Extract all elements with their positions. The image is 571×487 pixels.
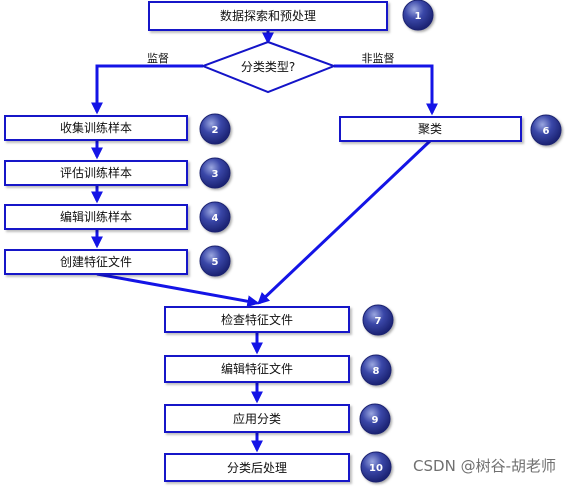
badge-1: 1 bbox=[402, 0, 434, 31]
step-collect-label: 收集训练样本 bbox=[60, 120, 132, 135]
step-create-sig: 创建特征文件 bbox=[4, 249, 188, 275]
step-collect-box bbox=[4, 115, 188, 141]
badge-2: 2 bbox=[199, 113, 231, 145]
step-post-label: 分类后处理 bbox=[227, 461, 287, 475]
badge-8: 8 bbox=[360, 354, 392, 386]
step-inspect-sig: 检查特征文件 bbox=[164, 306, 350, 333]
badge-6: 6 bbox=[530, 114, 562, 146]
connector-create-inspect bbox=[96, 272, 260, 308]
connector-cluster-inspect bbox=[257, 139, 432, 305]
step-apply-box bbox=[164, 404, 350, 433]
step-post: 分类后处理 bbox=[164, 453, 350, 482]
badge-5-number: 5 bbox=[212, 257, 219, 268]
step-explore-box bbox=[148, 1, 388, 31]
branch-label-supervised: 监督 bbox=[147, 51, 169, 65]
badge-10-number: 10 bbox=[369, 463, 383, 474]
step-edit-samples-label: 编辑训练样本 bbox=[60, 209, 132, 224]
connectors bbox=[91, 30, 438, 453]
step-create-sig-box bbox=[4, 249, 188, 275]
branch-label-unsupervised: 非监督 bbox=[362, 51, 395, 65]
step-create-sig-label: 创建特征文件 bbox=[60, 254, 132, 269]
step-edit-samples: 编辑训练样本 bbox=[4, 204, 188, 230]
badge-2-number: 2 bbox=[212, 125, 219, 136]
step-cluster: 聚类 bbox=[339, 116, 522, 142]
step-evaluate-label: 评估训练样本 bbox=[60, 165, 132, 180]
step-inspect-sig-box bbox=[164, 306, 350, 333]
step-evaluate-box bbox=[4, 160, 188, 186]
badge-4: 4 bbox=[199, 201, 231, 233]
watermark-text: CSDN @树谷-胡老师 bbox=[413, 457, 556, 475]
step-inspect-sig-label: 检查特征文件 bbox=[221, 312, 293, 327]
decision-label: 分类类型? bbox=[241, 60, 295, 74]
badge-6-number: 6 bbox=[543, 126, 550, 137]
step-edit-sig-label: 编辑特征文件 bbox=[221, 361, 293, 376]
step-edit-sig-box bbox=[164, 355, 350, 383]
step-cluster-box bbox=[339, 116, 522, 142]
badge-3-number: 3 bbox=[212, 169, 219, 180]
badge-4-number: 4 bbox=[212, 213, 219, 224]
badge-1-number: 1 bbox=[415, 11, 422, 22]
badge-5: 5 bbox=[199, 245, 231, 277]
connector-supervised-branch bbox=[91, 64, 203, 115]
decision-diamond bbox=[200, 40, 337, 94]
badge-9: 9 bbox=[359, 403, 391, 435]
step-explore: 数据探索和预处理 bbox=[148, 1, 388, 31]
step-evaluate: 评估训练样本 bbox=[4, 160, 188, 186]
badge-10: 10 bbox=[360, 451, 392, 483]
badge-8-number: 8 bbox=[373, 366, 380, 377]
step-post-box bbox=[164, 453, 350, 482]
step-explore-label: 数据探索和预处理 bbox=[220, 8, 316, 23]
badge-7-number: 7 bbox=[375, 316, 382, 327]
step-edit-sig: 编辑特征文件 bbox=[164, 355, 350, 383]
step-apply-label: 应用分类 bbox=[233, 411, 281, 426]
step-apply: 应用分类 bbox=[164, 404, 350, 433]
decision-node: 分类类型? bbox=[200, 40, 337, 94]
step-cluster-label: 聚类 bbox=[418, 122, 442, 136]
step-edit-samples-box bbox=[4, 204, 188, 230]
connector-unsupervised-branch bbox=[334, 64, 438, 116]
step-collect: 收集训练样本 bbox=[4, 115, 188, 141]
badge-7: 7 bbox=[362, 304, 394, 336]
badge-9-number: 9 bbox=[372, 415, 379, 426]
badge-3: 3 bbox=[199, 157, 231, 189]
